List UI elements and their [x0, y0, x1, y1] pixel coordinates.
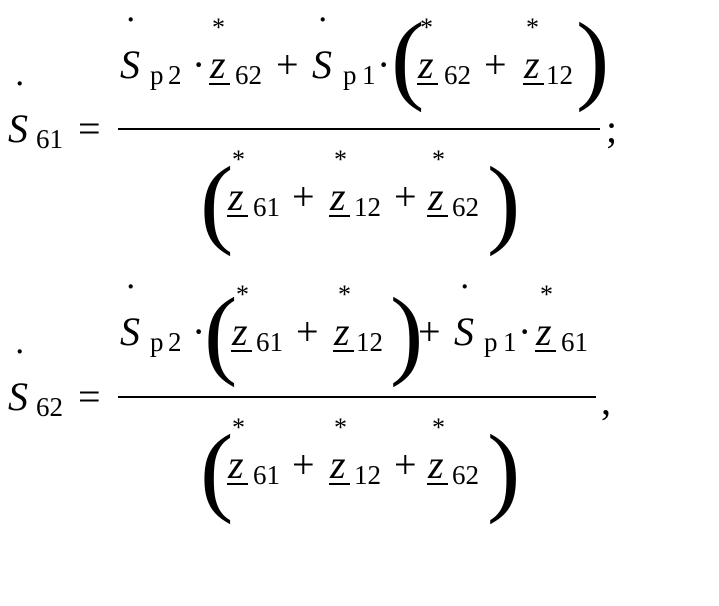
- plus-sign: +: [484, 42, 507, 87]
- subscript-1: 1: [362, 60, 376, 90]
- conjugate-star: *: [232, 145, 245, 174]
- z-subscript: 62: [444, 60, 471, 90]
- overdot-mark: ˙: [458, 275, 471, 320]
- conjugate-star: *: [236, 280, 249, 309]
- right-paren: ): [487, 414, 520, 525]
- lhs-subscript: 61: [36, 124, 63, 154]
- plus-sign: +: [276, 42, 299, 87]
- overdot-mark: ˙: [316, 8, 329, 53]
- z-symbol: z: [417, 42, 434, 87]
- s-symbol: S: [454, 309, 474, 354]
- eq2-numerator: S ˙ p 2 · ( z * 61 + z * 12 ) + S ˙ p 1 …: [120, 275, 588, 388]
- eq1-denominator: ( z * 61 + z * 12 + z * 62 ): [200, 145, 520, 257]
- s-symbol: S: [312, 42, 332, 87]
- eq2-denominator: ( z * 61 + z * 12 + z * 62 ): [200, 413, 520, 525]
- left-paren: (: [204, 277, 237, 388]
- right-paren: ): [487, 146, 520, 257]
- z-symbol: z: [329, 442, 346, 487]
- plus-sign: +: [296, 309, 319, 354]
- z-subscript: 62: [452, 192, 479, 222]
- eq2-lhs: S ˙ 62 =: [8, 340, 101, 422]
- plus-sign: +: [292, 174, 315, 219]
- conjugate-star: *: [432, 413, 445, 442]
- dot-operator: ·: [192, 309, 205, 354]
- dot-operator: ·: [518, 309, 531, 354]
- s-symbol: S: [120, 42, 140, 87]
- plus-sign: +: [394, 174, 417, 219]
- equals-sign: =: [78, 106, 101, 151]
- lhs-s-symbol: S: [8, 106, 28, 151]
- z-subscript: 61: [253, 192, 280, 222]
- left-paren: (: [200, 414, 233, 525]
- conjugate-star: *: [334, 413, 347, 442]
- subscript-1: 1: [503, 327, 517, 357]
- conjugate-star: *: [526, 13, 539, 42]
- z-symbol: z: [227, 442, 244, 487]
- right-paren: ): [576, 2, 609, 113]
- equation-2: S ˙ 62 = S ˙ p 2 · ( z * 61 + z * 12 ) +…: [8, 275, 611, 525]
- plus-sign: +: [394, 442, 417, 487]
- subscript-2: 2: [168, 60, 182, 90]
- conjugate-star: *: [212, 13, 225, 42]
- lhs-subscript: 62: [36, 392, 63, 422]
- z-subscript: 12: [546, 60, 573, 90]
- conjugate-star: *: [232, 413, 245, 442]
- underline-group: [209, 83, 556, 485]
- overdot-mark: ˙: [124, 8, 137, 53]
- dot-operator: ·: [377, 42, 390, 87]
- z-subscript: 12: [356, 327, 383, 357]
- overdot-mark: ˙: [13, 340, 26, 385]
- z-subscript: 61: [561, 327, 588, 357]
- semicolon: ;: [606, 106, 617, 151]
- z-subscript: 12: [354, 460, 381, 490]
- dot-operator: ·: [192, 42, 205, 87]
- eq1-lhs: S ˙ 61 =: [8, 72, 101, 154]
- z-subscript: 62: [452, 460, 479, 490]
- subscript-2: 2: [168, 327, 182, 357]
- z-symbol: z: [427, 174, 444, 219]
- lhs-s-symbol: S: [8, 374, 28, 419]
- z-symbol: z: [227, 174, 244, 219]
- conjugate-star: *: [338, 280, 351, 309]
- overdot-mark: ˙: [124, 275, 137, 320]
- z-symbol: z: [333, 309, 350, 354]
- z-symbol: z: [329, 174, 346, 219]
- z-symbol: z: [209, 42, 226, 87]
- plus-sign: +: [292, 442, 315, 487]
- subscript-p: p: [484, 327, 498, 357]
- z-symbol: z: [231, 309, 248, 354]
- conjugate-star: *: [540, 280, 553, 309]
- z-symbol: z: [427, 442, 444, 487]
- plus-sign: +: [418, 309, 441, 354]
- eq1-numerator: S ˙ p 2 · z * 62 + S ˙ p 1 · ( z * 62 + …: [120, 2, 609, 113]
- subscript-p: p: [150, 327, 164, 357]
- z-symbol: z: [523, 42, 540, 87]
- z-subscript: 61: [256, 327, 283, 357]
- equals-sign: =: [78, 374, 101, 419]
- comma: ,: [601, 378, 611, 423]
- left-paren: (: [200, 146, 233, 257]
- subscript-p: p: [343, 60, 357, 90]
- left-paren: (: [391, 2, 424, 113]
- conjugate-star: *: [420, 13, 433, 42]
- right-paren: ): [390, 277, 423, 388]
- z-subscript: 12: [354, 192, 381, 222]
- z-subscript: 62: [235, 60, 262, 90]
- z-symbol: z: [535, 309, 552, 354]
- equation-1: S ˙ 61 = S ˙ p 2 · z * 62 + S ˙ p 1 · ( …: [8, 2, 617, 257]
- overdot-mark: ˙: [13, 72, 26, 117]
- conjugate-star: *: [432, 145, 445, 174]
- subscript-p: p: [150, 60, 164, 90]
- z-subscript: 61: [253, 460, 280, 490]
- conjugate-star: *: [334, 145, 347, 174]
- s-symbol: S: [120, 309, 140, 354]
